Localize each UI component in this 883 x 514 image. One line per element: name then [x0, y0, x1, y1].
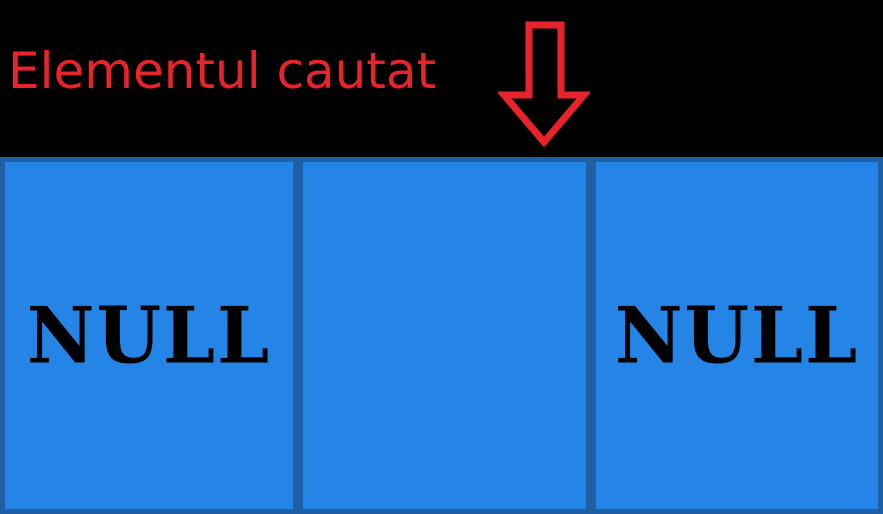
down-arrow-icon	[498, 21, 590, 148]
array-cell: NULL	[586, 162, 878, 509]
cell-label: NULL	[26, 290, 272, 381]
array-cell-target	[293, 162, 586, 509]
array-cell: NULL	[5, 162, 293, 509]
cell-label: NULL	[614, 290, 860, 381]
array-row: NULL NULL	[0, 157, 883, 514]
title-label: Elementul cautat	[8, 42, 437, 100]
